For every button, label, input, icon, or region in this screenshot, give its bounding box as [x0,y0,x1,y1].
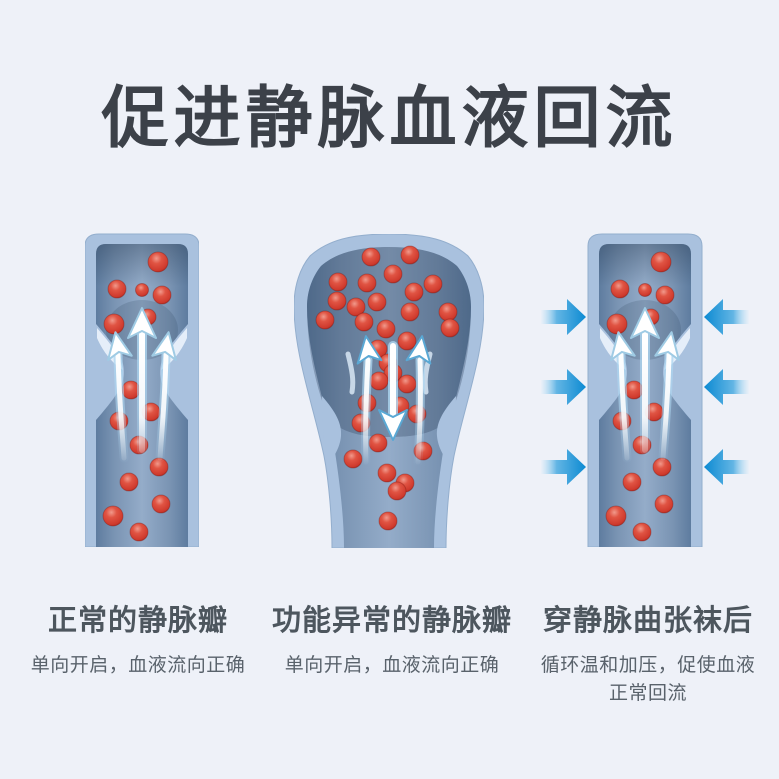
blood-cell [654,494,674,514]
blood-cell [397,331,417,351]
blood-cell [397,374,417,394]
blood-cell [610,279,630,299]
blood-cell [438,302,458,322]
blood-cell [622,472,642,492]
compressed-vein-diagram [541,233,749,547]
normal-vein-diagram [85,233,199,547]
blood-cell [346,297,366,317]
caption-subheading: 循环温和加压，促使血液 正常回流 [540,655,756,704]
up-arrow-head-center [630,307,660,339]
compression-arrow-icon [704,369,749,405]
blood-cell [400,302,420,322]
blood-cell [400,245,420,265]
caption-heading: 功能异常的静脉瓣 [271,605,512,637]
congested-bulb-shade [307,247,471,437]
compression-arrow-icon [541,369,586,405]
blood-cell [638,283,652,297]
blood-cell [404,282,424,302]
blood-cell [107,279,127,299]
blood-cell [650,251,672,273]
blood-cell [328,272,348,292]
blood-cell [367,292,387,312]
caption-heading: 正常的静脉瓣 [47,605,228,637]
open-leaflet-left [345,351,356,395]
blood-cell [655,285,675,305]
compression-arrow-icon [541,449,586,485]
blood-cell [361,247,381,267]
caption-heading: 穿静脉曲张袜后 [542,605,753,637]
caption-subheading: 单向开启，血液流向正确 [30,655,246,676]
blood-cell [368,433,388,453]
flow-arrows [356,335,432,467]
blood-cell [102,505,124,527]
up-arrow-head-left [107,331,133,361]
up-flow-arrows [107,307,177,463]
compression-arrows-right [704,299,749,485]
blood-cell [147,251,169,273]
blood-cell [378,511,398,531]
blood-cell [632,522,652,542]
blood-cell [357,273,377,293]
caption-after-socks: 穿静脉曲张袜后 循环温和加压，促使血液 正常回流 [528,602,768,708]
blood-cell [129,522,149,542]
valve-pinch-left [322,396,342,468]
compression-arrow-icon [541,299,586,335]
blood-cell [152,285,172,305]
caption-normal-valve: 正常的静脉瓣 单向开启，血液流向正确 [18,602,258,680]
up-arrow-head-left [610,331,636,361]
blood-cell [327,291,347,311]
compression-arrows-left [541,299,586,485]
compression-arrow-icon [704,299,749,335]
up-arrow-head-right [151,331,177,361]
blood-cell [387,481,407,501]
blood-cell [440,318,460,338]
blood-cell [119,472,139,492]
blood-cell [606,313,628,335]
blood-cell [151,494,171,514]
blood-cell [605,505,627,527]
compression-arrow-icon [704,449,749,485]
down-arrow-head [378,409,408,441]
up-flow-arrows [610,307,680,463]
blood-cell [423,274,443,294]
up-arrow-head-right [405,335,432,365]
up-arrow-head-left [356,335,383,365]
blood-cell [369,371,389,391]
blood-cell [315,310,335,330]
blood-cell [354,312,374,332]
caption-abnormal-valve: 功能异常的静脉瓣 单向开启，血液流向正确 [268,602,516,680]
blood-cell [343,449,363,469]
blood-cell [383,264,403,284]
blood-cell [103,313,125,335]
caption-subheading: 单向开启，血液流向正确 [284,655,500,676]
up-arrow-head-center [127,307,157,339]
page-title: 促进静脉血液回流 [101,81,678,156]
up-arrow-head-right [654,331,680,361]
abnormal-vein-diagram [294,234,484,548]
valve-pinch-right [436,396,456,468]
blood-cell [377,463,397,483]
blood-cell [135,283,149,297]
blood-cell [376,319,396,339]
